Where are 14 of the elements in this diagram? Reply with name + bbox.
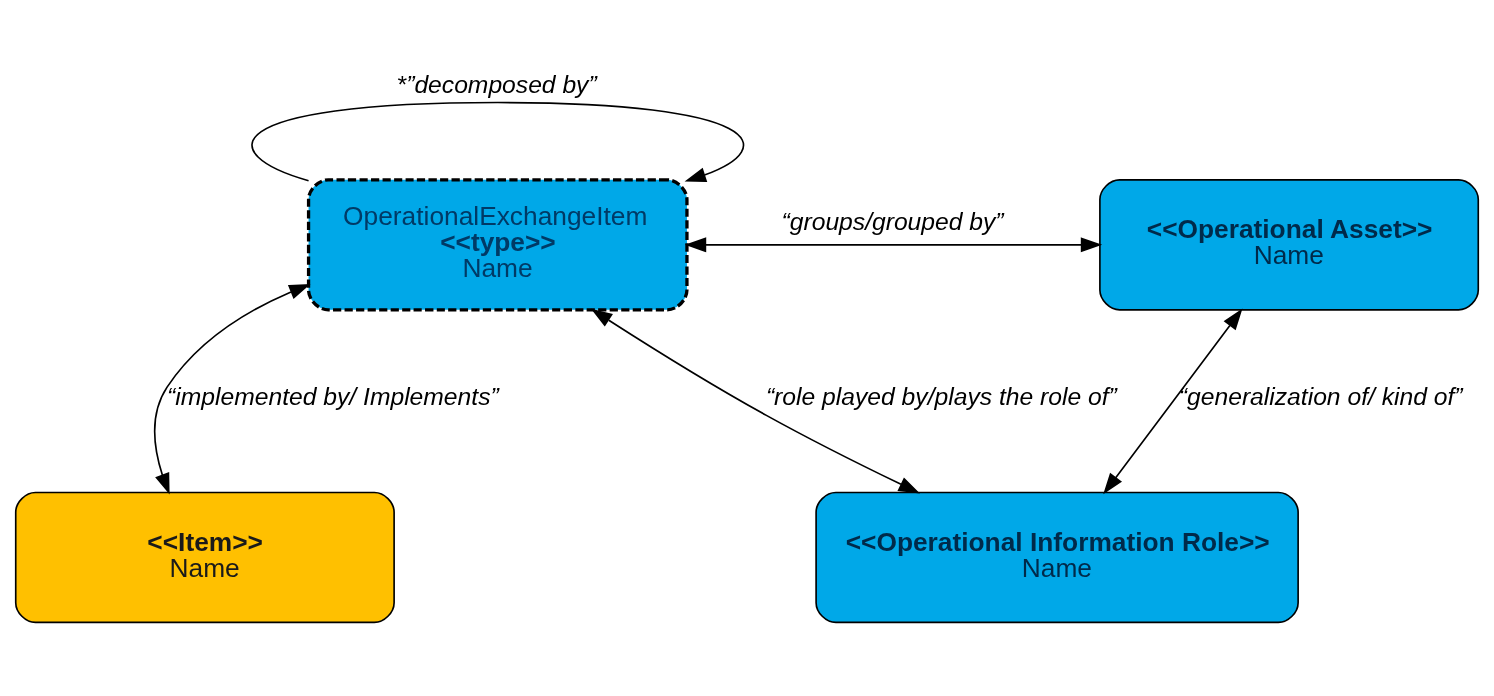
edge-label: “generalization of/ kind of” [1178,382,1463,410]
arrow [251,101,745,182]
node-box: <<Item>> Name [14,491,395,623]
node-box: <<Operational Information Role>> Name [815,491,1299,623]
arrow [153,283,311,495]
node-box: <<Operational Asset>> Name [1099,178,1480,311]
arrow [684,236,1103,252]
node-box: OperationalExchangeItem <<type>> Name [306,177,689,311]
edge-label: “implemented by/ Implements” [167,382,499,410]
arrow [590,308,920,493]
edge-label: *”decomposed by” [396,70,597,98]
arrow [1103,308,1243,494]
edge-label: “role played by/plays the role of” [765,382,1117,410]
edge-label: “groups/grouped by” [781,207,1004,235]
